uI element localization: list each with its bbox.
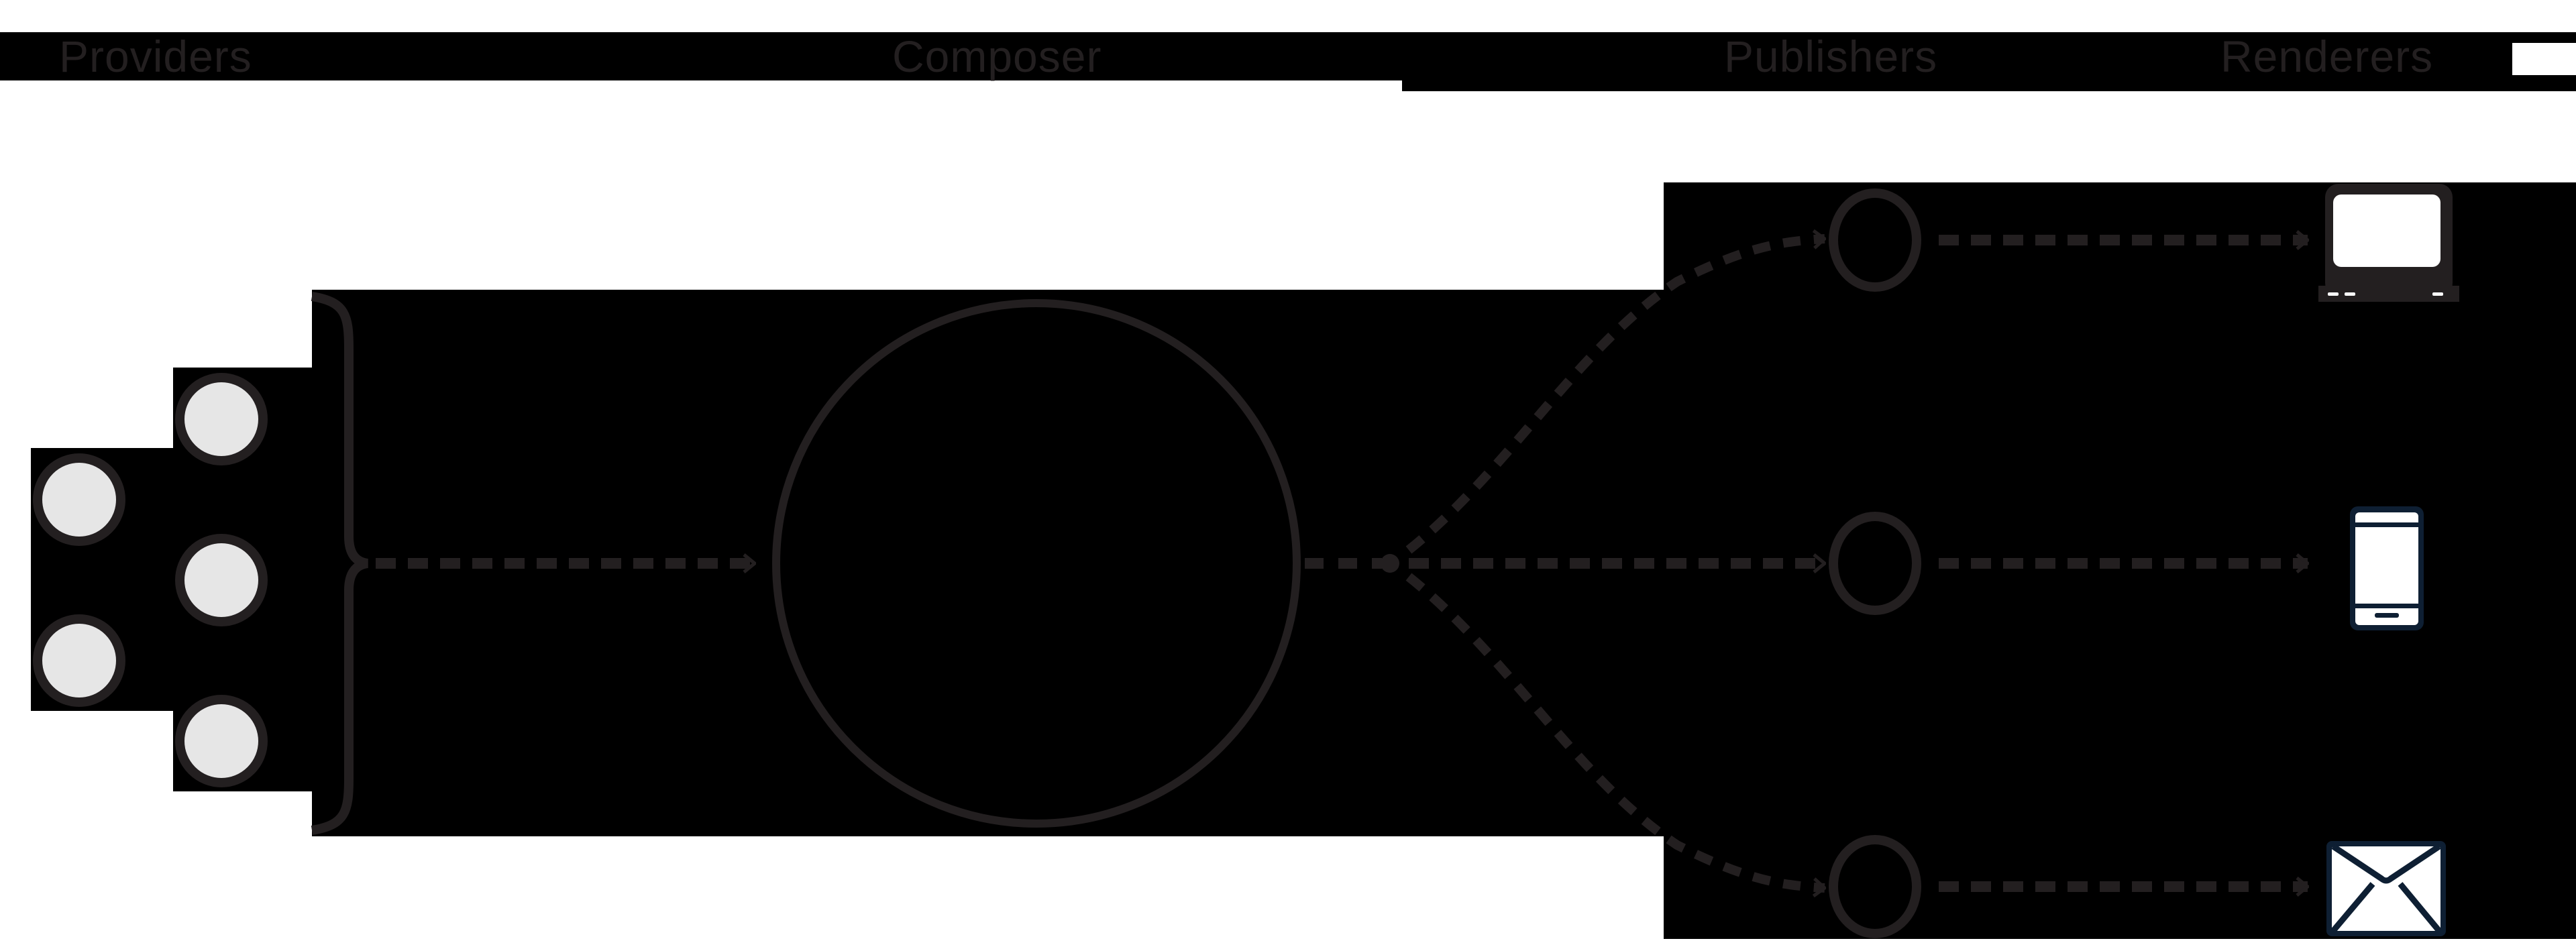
publisher-node[interactable] [1829, 835, 1921, 938]
title-band-mask-right-bottom [2512, 75, 2576, 80]
laptop-icon[interactable] [2318, 184, 2459, 302]
composer-node[interactable] [772, 299, 1301, 828]
provider-node[interactable] [175, 695, 268, 787]
publisher-node[interactable] [1829, 188, 1921, 292]
title-band-mask-right-top [2512, 32, 2576, 43]
publisher-renderer-edges [1939, 240, 2308, 887]
heading-composer: Composer [892, 32, 1102, 81]
publisher-nodes [1829, 188, 1921, 938]
provider-node[interactable] [175, 373, 268, 465]
heading-providers: Providers [59, 32, 252, 81]
provider-node[interactable] [33, 453, 125, 546]
junction-dot [1381, 554, 1399, 573]
providers-brace [311, 292, 369, 835]
publisher-node[interactable] [1829, 512, 1921, 615]
heading-publishers: Publishers [1724, 32, 1938, 81]
heading-renderers: Renderers [2220, 32, 2434, 81]
provider-nodes [33, 373, 268, 787]
edge-junction-publisher-3 [1405, 573, 1825, 888]
provider-node[interactable] [33, 614, 125, 707]
envelope-icon[interactable] [2326, 841, 2446, 936]
edge-junction-publisher-1 [1405, 239, 1825, 554]
phone-icon[interactable] [2350, 506, 2424, 630]
provider-node[interactable] [175, 534, 268, 626]
title-band-mask [0, 32, 2512, 80]
title-band-underhang [1402, 80, 2576, 91]
